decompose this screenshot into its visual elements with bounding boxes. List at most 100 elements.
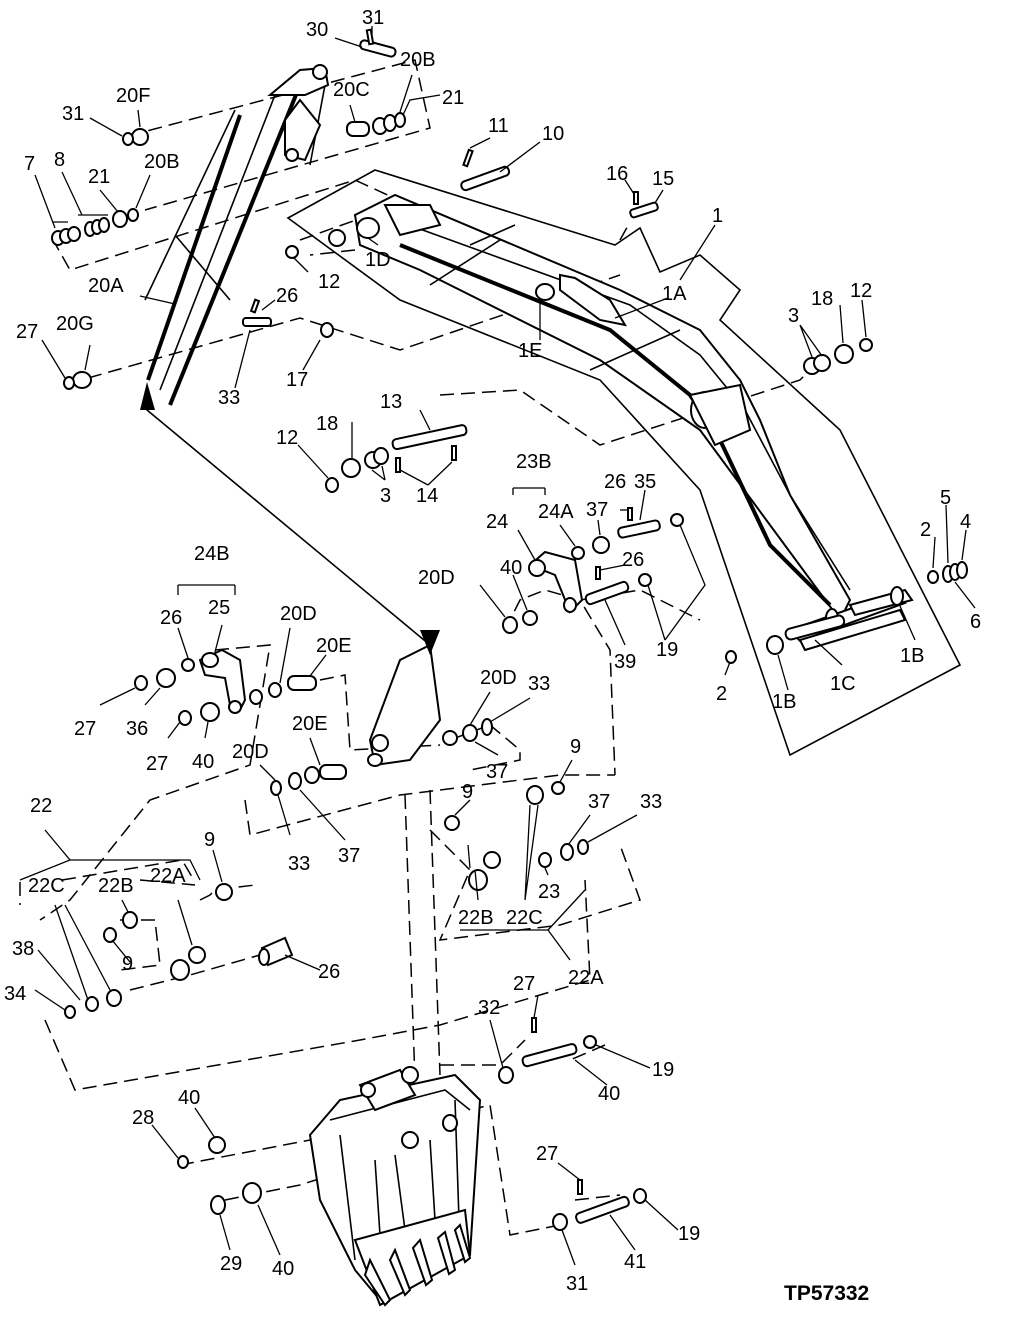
callout-labels: 30 31 20B 20C 21 20F 31 7 8 21 20B 11 10… — [4, 7, 981, 1305]
callout-38: 39 — [614, 651, 636, 673]
callout-31-lower: 31 — [566, 1273, 588, 1295]
callout-33-left: 34 — [4, 983, 26, 1005]
callout-24a: 25 — [208, 597, 230, 619]
connection-arrow — [140, 382, 440, 655]
callout-8: 8 — [54, 149, 65, 171]
callout-21-top: 21 — [442, 87, 464, 109]
callout-40-lower: 40 — [272, 1258, 294, 1280]
callout-9-bottom: 9 — [122, 953, 133, 975]
callout-22-right: 22A — [568, 967, 604, 989]
callout-19-mid: 19 — [656, 639, 678, 661]
callout-20c: 20C — [333, 79, 370, 101]
arm-stick — [144, 64, 442, 767]
callout-20b-top: 20B — [400, 49, 436, 71]
callout-33-top: 33 — [528, 673, 550, 695]
callout-41-top: 40 — [598, 1083, 620, 1105]
small-parts — [51, 28, 968, 1231]
callout-29: 31 — [362, 7, 384, 29]
callout-1: 1 — [712, 205, 723, 227]
callout-11: 11 — [488, 115, 509, 137]
callout-34: 35 — [634, 471, 656, 493]
callout-20e-left: 20E — [316, 635, 352, 657]
callout-24: 24B — [194, 543, 230, 565]
callout-13: 13 — [380, 391, 402, 413]
callout-18-right: 18 — [811, 288, 833, 310]
callout-37-right: 37 — [588, 791, 610, 813]
callout-37-left: 38 — [12, 938, 34, 960]
callout-32: 33 — [218, 387, 240, 409]
callout-2-right: 2 — [920, 519, 931, 541]
callout-35: 36 — [126, 718, 148, 740]
callout-22b-right: 22C — [506, 907, 543, 929]
callout-20d-mid2: 20D — [232, 741, 269, 763]
callout-36: 37 — [586, 499, 608, 521]
callout-16: 16 — [606, 163, 628, 185]
callout-4: 4 — [960, 511, 971, 533]
callout-9-right: 9 — [570, 736, 581, 758]
callout-26-arm: 26 — [276, 285, 298, 307]
callout-12-left: 12 — [276, 427, 298, 449]
callout-1e: 1E — [518, 340, 542, 362]
callout-7: 7 — [24, 153, 35, 175]
callout-40-top: 40 — [192, 751, 214, 773]
callout-27-arm: 27 — [16, 321, 38, 343]
callout-23: 23B — [516, 451, 552, 473]
callout-37-mid: 37 — [338, 845, 360, 867]
callout-5: 5 — [940, 487, 951, 509]
callout-18-left: 18 — [316, 413, 338, 435]
callout-23a: 24 — [486, 511, 508, 533]
callout-24b: 26 — [160, 607, 182, 629]
callout-41-lower: 41 — [624, 1251, 646, 1273]
callout-23b: 24A — [538, 501, 574, 523]
callout-20d-mid: 20D — [418, 567, 455, 589]
callout-26-lower: 27 — [536, 1143, 558, 1165]
main-boom — [286, 169, 962, 757]
callout-26-link: 26 — [604, 471, 626, 493]
callout-9-left: 9 — [204, 829, 215, 851]
callout-22a-right: 22B — [458, 907, 494, 929]
callout-21-left: 21 — [88, 166, 110, 188]
callout-39: 40 — [500, 557, 522, 579]
callout-19-bucket: 19 — [652, 1059, 674, 1081]
callout-12-top: 12 — [318, 271, 340, 293]
callout-1b-right: 1B — [900, 645, 924, 667]
callout-1d: 1D — [365, 249, 391, 271]
callout-25: 26 — [318, 961, 340, 983]
callout-31-top: 32 — [478, 997, 500, 1019]
callout-15: 15 — [652, 168, 674, 190]
callout-1b-left: 1B — [772, 691, 796, 713]
callout-37-top: 37 — [486, 761, 508, 783]
callout-22c-right: 23 — [538, 881, 560, 903]
callout-22c-left: 22C — [28, 875, 65, 897]
callout-20g: 20G — [56, 313, 94, 335]
callout-17: 17 — [286, 369, 308, 391]
callout-1a: 1A — [662, 283, 687, 305]
callout-33-right: 33 — [640, 791, 662, 813]
callout-40-bucket: 40 — [178, 1087, 200, 1109]
leader-lines — [19, 26, 976, 1266]
figure-code: TP57332 — [784, 1282, 869, 1305]
callout-28: 30 — [306, 19, 328, 41]
callout-30: 31 — [62, 103, 84, 125]
callout-22-left: 22 — [30, 795, 52, 817]
callout-20b-left: 20B — [144, 151, 180, 173]
callout-22b-left: 22B — [98, 875, 134, 897]
callout-20d-right: 20D — [480, 667, 517, 689]
callout-12-right: 12 — [850, 280, 872, 302]
callout-6: 6 — [970, 611, 981, 633]
callout-20e-mid: 20E — [292, 713, 328, 735]
callout-20d-left: 20D — [280, 603, 317, 625]
callout-20a: 20A — [88, 275, 124, 297]
callout-19-lower: 19 — [678, 1223, 700, 1245]
callout-14: 14 — [416, 485, 438, 507]
callout-1c: 1C — [830, 673, 856, 695]
callout-9-mid: 9 — [462, 781, 473, 803]
callout-20f: 20F — [116, 85, 150, 107]
callout-33-mid: 33 — [288, 853, 310, 875]
callout-27-40: 27 — [146, 753, 168, 775]
callout-27-24: 27 — [74, 718, 96, 740]
callout-27-bucket: 28 — [132, 1107, 154, 1129]
callout-26-link2: 26 — [622, 549, 644, 571]
